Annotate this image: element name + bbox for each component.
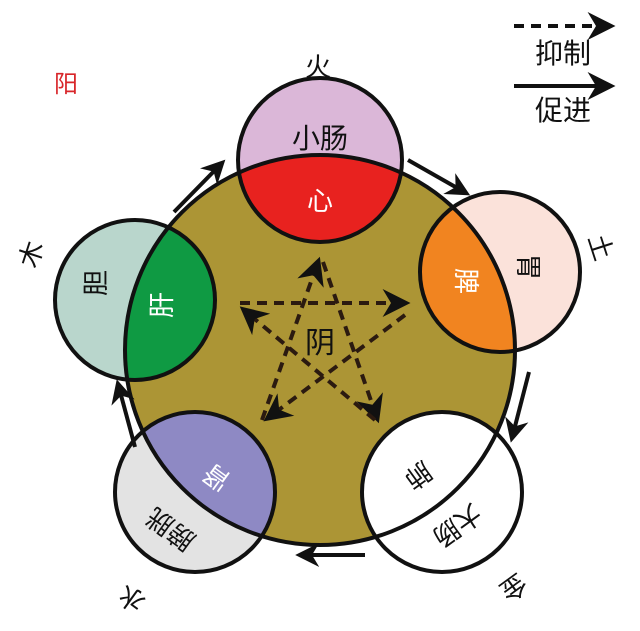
wood-yang-organ-label: 胆 xyxy=(82,270,112,296)
fire-yang-organ-label: 小肠 xyxy=(292,122,348,155)
earth-element-label: 土 xyxy=(581,231,618,265)
arrow-star-4 xyxy=(321,261,383,424)
legend: 抑制 促进 xyxy=(514,12,616,127)
earth-yang-organ-label: 胃 xyxy=(512,254,542,280)
element-wood xyxy=(53,218,217,382)
yang-title-label: 阳 xyxy=(54,70,78,98)
element-earth xyxy=(418,190,582,354)
fire-yin-organ-label: 心 xyxy=(307,187,333,217)
arrow-star-5 xyxy=(239,306,377,422)
metal-element-label: 金 xyxy=(493,567,532,607)
water-element-label: 水 xyxy=(113,578,152,618)
promote-cycle-arrows xyxy=(111,158,531,567)
element-water xyxy=(113,410,277,574)
legend-promote-label: 促进 xyxy=(535,94,591,127)
arrow-star-3 xyxy=(260,256,324,421)
arrow-star-2 xyxy=(263,313,407,422)
legend-restrain-label: 抑制 xyxy=(535,37,591,70)
restrain-cycle-arrows xyxy=(239,256,411,424)
arrow-water-to-wood xyxy=(111,379,137,448)
wood-yin-organ-label: 肝 xyxy=(148,292,178,318)
element-metal xyxy=(360,410,524,574)
center-yin-label: 阴 xyxy=(305,326,335,361)
arrow-earth-to-metal xyxy=(505,371,531,443)
wood-element-label: 木 xyxy=(14,238,51,272)
earth-yin-organ-label: 脾 xyxy=(450,268,480,294)
arrow-fire-to-earth xyxy=(407,158,471,196)
arrow-wood-to-fire xyxy=(172,159,226,214)
fire-element-label: 火 xyxy=(305,53,331,83)
element-fire xyxy=(236,76,404,244)
